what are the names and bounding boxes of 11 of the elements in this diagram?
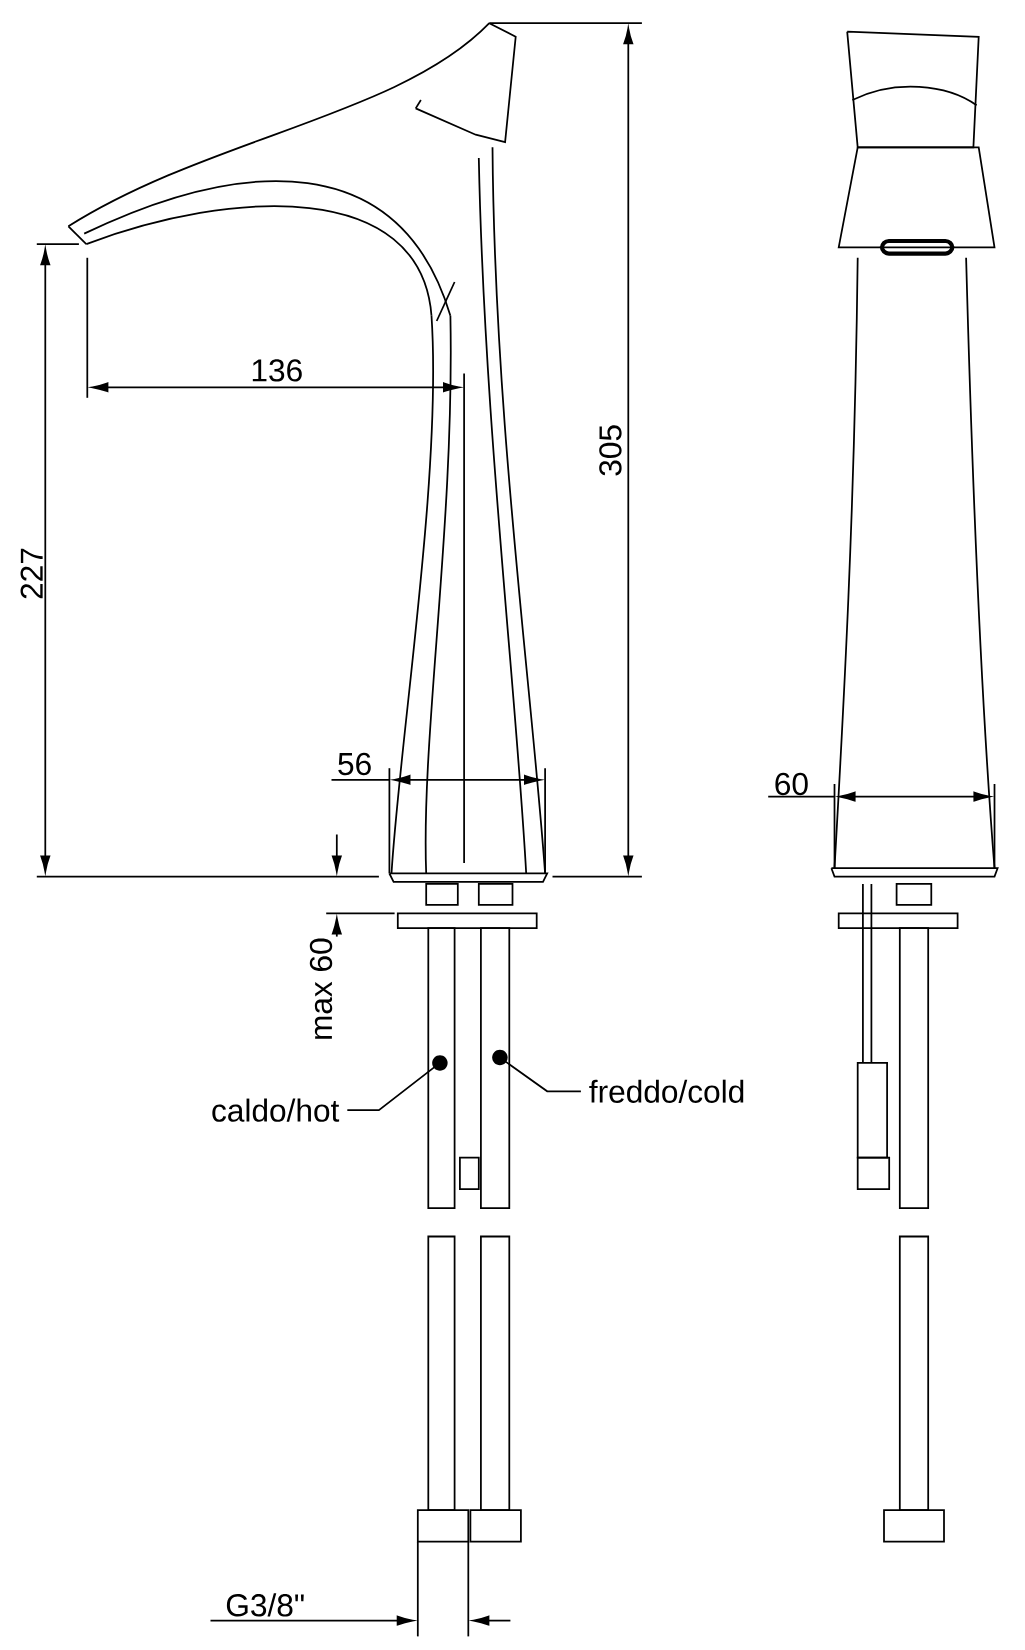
dimension-label: 305 <box>599 425 622 476</box>
leader-line <box>492 1049 582 1093</box>
dimension-label: 136 <box>252 359 302 382</box>
dimension-label: max 60 <box>309 938 333 1039</box>
dimension-label: 60 <box>775 772 808 796</box>
dimension-label: 227 <box>20 548 43 599</box>
callout-label: freddo/cold <box>589 1079 744 1103</box>
dimension-label: 56 <box>338 752 371 776</box>
callout-label: caldo/hot <box>212 1098 340 1122</box>
dimension-label: G3/8" <box>226 1593 304 1617</box>
leader-line <box>346 1055 448 1112</box>
